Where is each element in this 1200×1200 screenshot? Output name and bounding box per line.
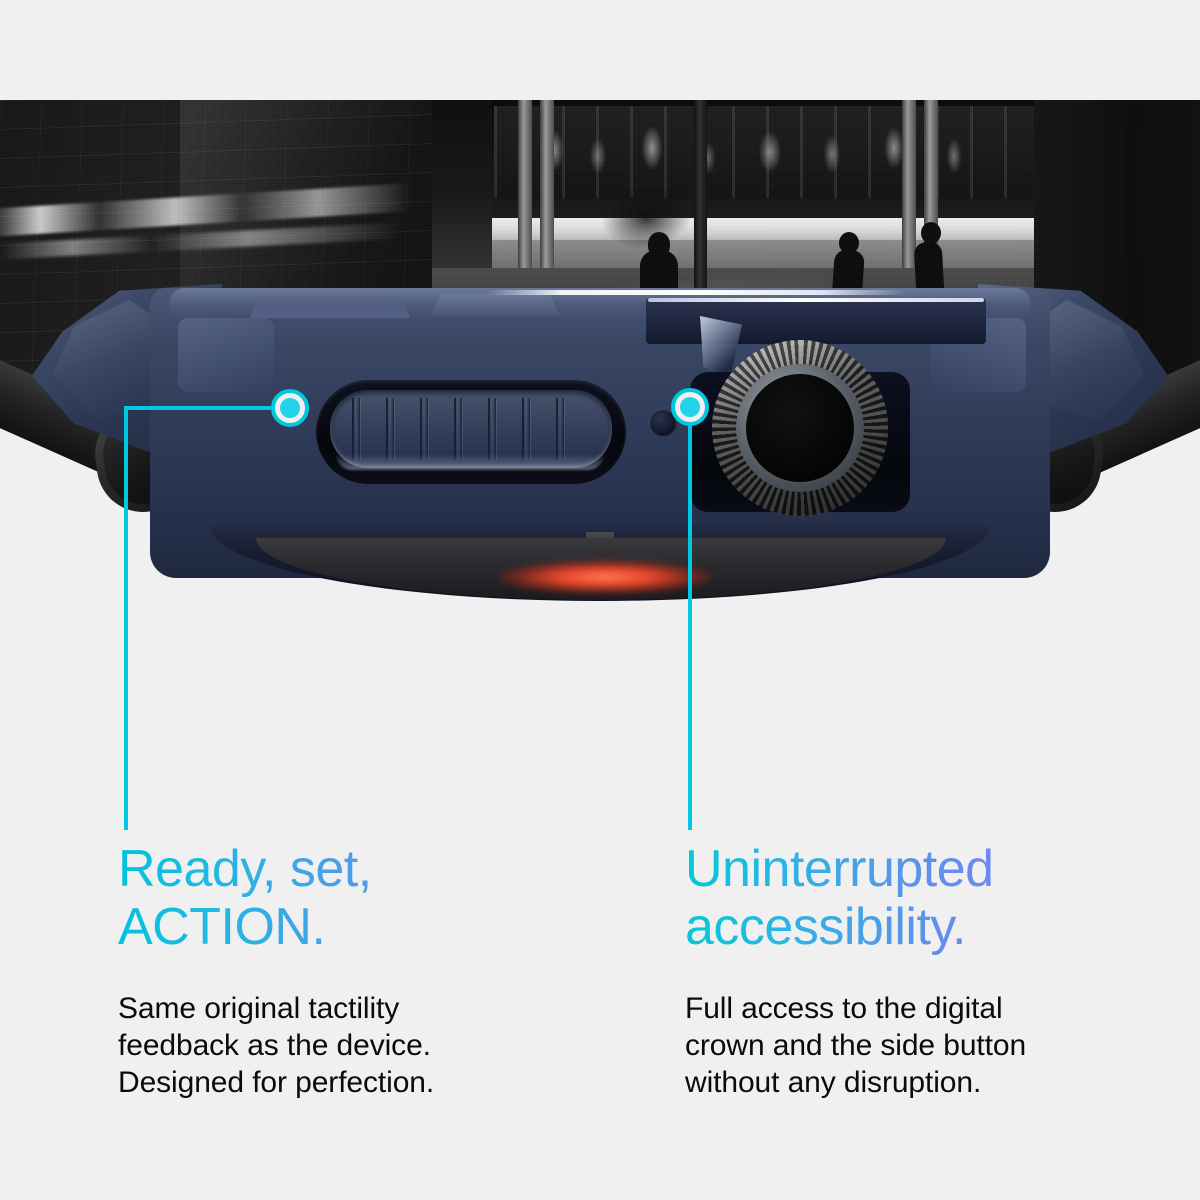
photo-train-grey-band <box>492 240 1034 268</box>
watch-display-edge-highlight <box>648 298 984 302</box>
marker-core <box>680 397 700 417</box>
product-watch-case <box>0 270 1200 630</box>
digital-crown-center <box>746 374 854 482</box>
feature-headline: Uninterrupted accessibility. <box>685 840 1155 956</box>
marker-core <box>280 398 300 418</box>
photo-pillar <box>902 100 916 270</box>
photo-person-standing-head <box>648 232 670 256</box>
photo-window-figures <box>502 110 1034 190</box>
photo-person-walking-head <box>839 232 859 254</box>
feature-block-digital-crown: Uninterrupted accessibility. Full access… <box>685 840 1155 1101</box>
photo-pillar <box>540 100 554 270</box>
feature-headline: Ready, set, ACTION. <box>118 840 588 956</box>
digital-crown-marker[interactable] <box>671 388 709 426</box>
case-top-highlight <box>486 290 906 295</box>
feature-body-copy: Same original tactility feedback as the … <box>118 992 435 1099</box>
case-top-notch <box>250 292 410 318</box>
case-top-notch-secondary <box>430 294 560 316</box>
side-button-marker[interactable] <box>271 389 309 427</box>
heart-rate-sensor-glow <box>500 560 710 594</box>
side-button-ribs <box>352 398 590 460</box>
case-side-bump-left <box>178 318 274 392</box>
photo-lamp-post <box>694 100 707 330</box>
photo-person-walking-head <box>921 222 941 244</box>
side-button-lower-shine <box>336 454 604 470</box>
photo-train-white-band <box>492 218 1034 240</box>
feature-block-side-button: Ready, set, ACTION. Same original tactil… <box>118 840 588 1101</box>
watch-display-glass <box>646 298 986 344</box>
feature-body-copy: Full access to the digital crown and the… <box>685 992 1027 1099</box>
photo-pillar <box>518 100 532 270</box>
